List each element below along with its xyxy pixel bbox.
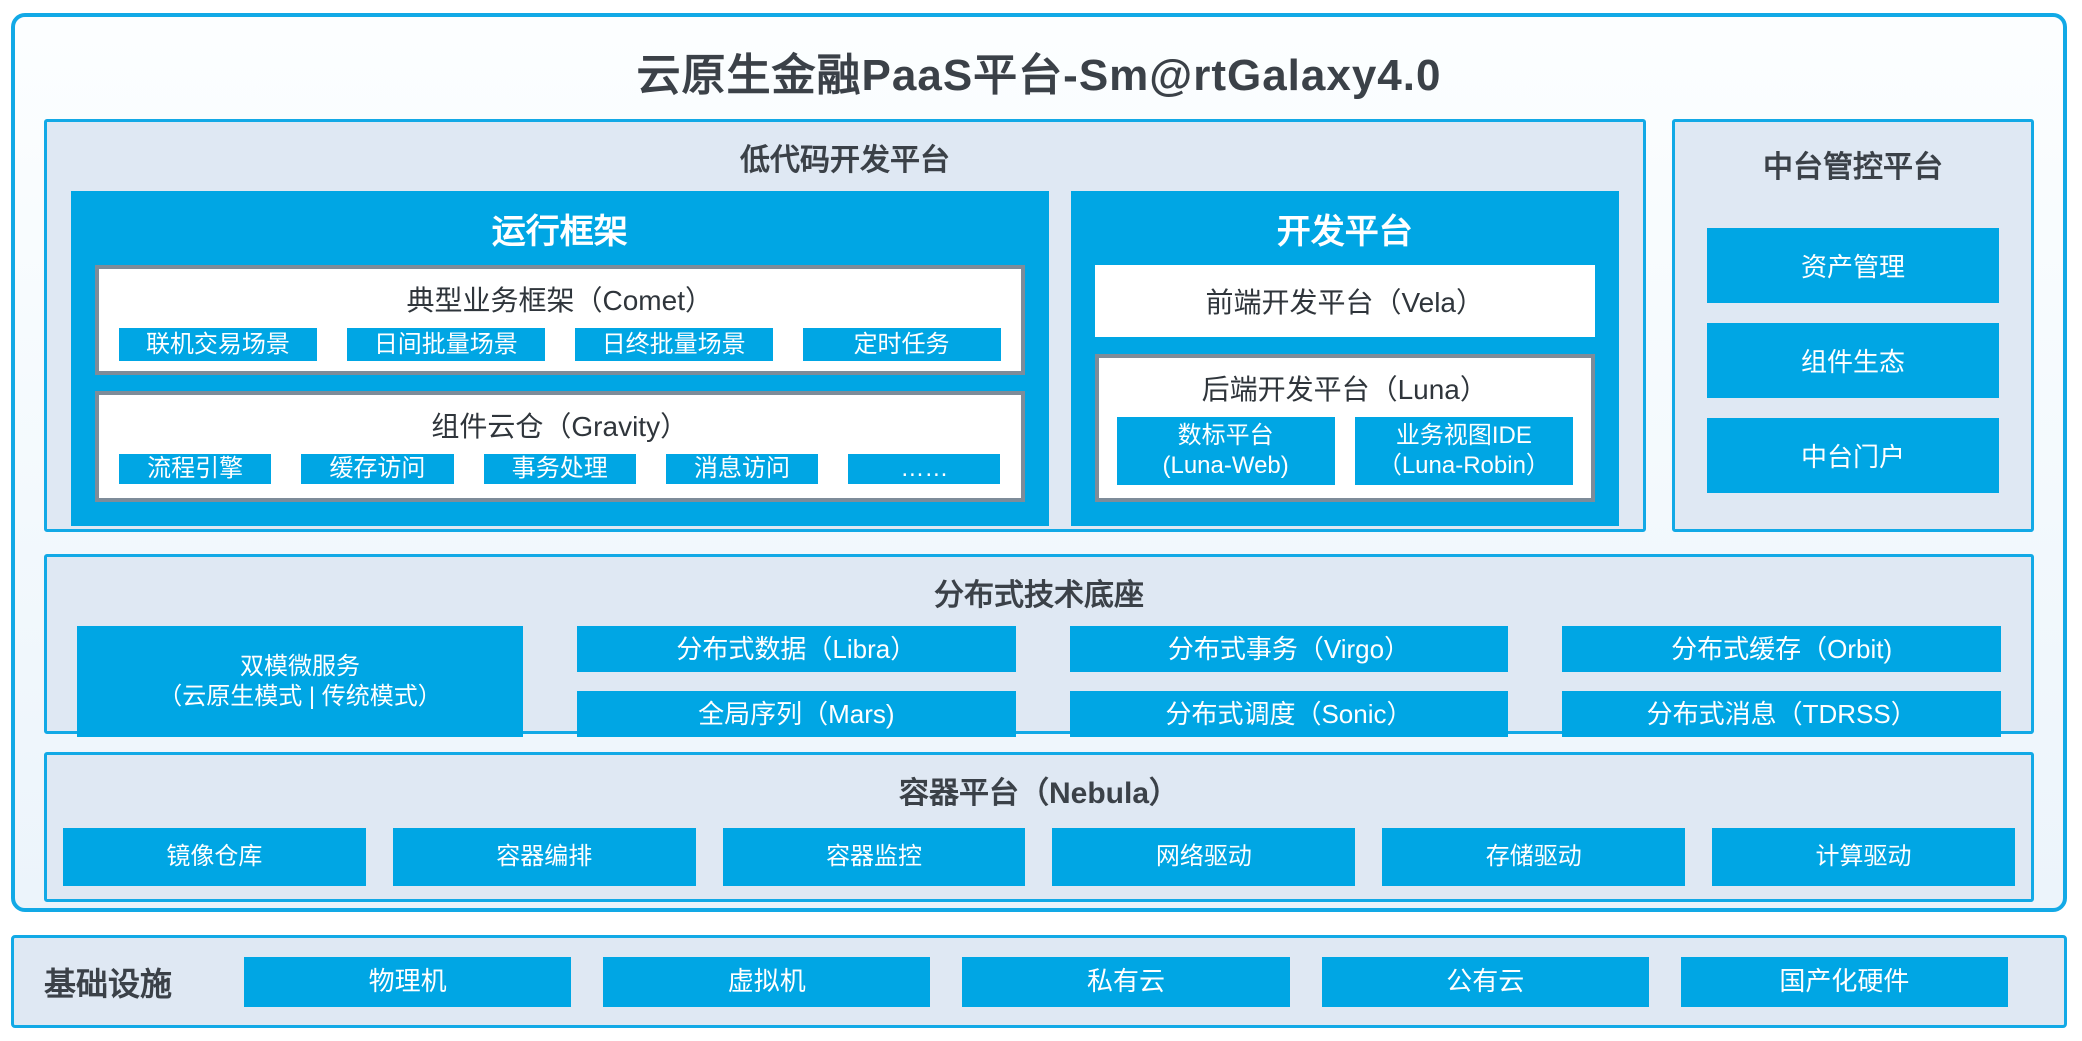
gravity-warehouse-title: 组件云仓（Gravity） — [431, 411, 689, 442]
container-chip-row: 镜像仓库 容器编排 容器监控 网络驱动 存储驱动 计算驱动 — [63, 824, 2015, 886]
infrastructure-band: 基础设施 物理机 虚拟机 私有云 公有云 国产化硬件 — [11, 935, 2067, 1028]
gravity-chip: 事务处理 — [483, 454, 636, 484]
container-platform-panel: 容器平台（Nebula） 镜像仓库 容器编排 容器监控 网络驱动 存储驱动 计算… — [44, 752, 2034, 902]
distributed-transaction-chip: 分布式事务（Virgo） — [1069, 626, 1509, 672]
luna-robin-chip-line1: 业务视图IDE — [1395, 422, 1532, 449]
container-orchestration-chip: 容器编排 — [392, 828, 696, 886]
comet-framework-title: 典型业务框架（Comet） — [406, 285, 713, 316]
network-driver-chip: 网络驱动 — [1052, 828, 1356, 886]
physical-machine-chip: 物理机 — [244, 956, 572, 1007]
dual-mode-line2: （云原生模式 | 传统模式） — [158, 682, 442, 710]
private-cloud-chip: 私有云 — [962, 956, 1290, 1007]
compute-driver-chip: 计算驱动 — [1712, 828, 2015, 886]
comet-chip: 日终批量场景 — [574, 328, 773, 361]
gravity-chip: 缓存访问 — [301, 454, 454, 484]
distributed-grid: 双模微服务 （云原生模式 | 传统模式） 分布式数据（Libra） 分布式事务（… — [77, 626, 2001, 737]
luna-web-chip: 数标平台 (Luna-Web) — [1116, 417, 1335, 485]
luna-backend-title: 后端开发平台（Luna） — [1201, 374, 1488, 405]
gravity-chip: …… — [848, 454, 1001, 484]
gravity-chip: 流程引擎 — [119, 454, 272, 484]
comet-chip: 联机交易场景 — [119, 328, 317, 361]
luna-robin-chip: 业务视图IDE （Luna-Robin） — [1354, 417, 1573, 485]
virtual-machine-chip: 虚拟机 — [603, 956, 931, 1007]
page-title: 云原生金融PaaS平台-Sm@rtGalaxy4.0 — [636, 51, 1442, 100]
lowcode-platform-panel: 低代码开发平台 运行框架 典型业务框架（Comet） 联机交易场景 日间批量场景… — [44, 119, 1646, 532]
luna-robin-chip-line2: （Luna-Robin） — [1377, 452, 1550, 479]
midplatform-buttons: 资产管理 组件生态 中台门户 — [1707, 198, 1999, 493]
midplatform-portal-item: 中台门户 — [1707, 418, 1999, 493]
runtime-framework-box: 运行框架 典型业务框架（Comet） 联机交易场景 日间批量场景 日终批量场景 … — [71, 191, 1049, 526]
comet-chip: 定时任务 — [802, 328, 1001, 361]
infrastructure-label: 基础设施 — [44, 965, 173, 1002]
distributed-base-panel: 分布式技术底座 双模微服务 （云原生模式 | 传统模式） 分布式数据（Libra… — [44, 554, 2034, 737]
comet-chip-row: 联机交易场景 日间批量场景 日终批量场景 定时任务 — [99, 328, 1021, 371]
public-cloud-chip: 公有云 — [1321, 956, 1649, 1007]
container-platform-header: 容器平台（Nebula） — [898, 777, 1180, 810]
main-frame: 云原生金融PaaS平台-Sm@rtGalaxy4.0 低代码开发平台 运行框架 … — [11, 13, 2067, 912]
distributed-message-chip: 分布式消息（TDRSS） — [1562, 691, 2001, 737]
luna-backend-box: 后端开发平台（Luna） 数标平台 (Luna-Web) 业务视图IDE （Lu… — [1094, 354, 1595, 502]
global-sequence-chip: 全局序列（Mars) — [577, 691, 1016, 737]
luna-web-chip-line2: (Luna-Web) — [1162, 452, 1289, 479]
dual-mode-line1: 双模微服务 — [240, 652, 360, 680]
lowcode-platform-header: 低代码开发平台 — [740, 144, 950, 177]
gravity-warehouse-box: 组件云仓（Gravity） 流程引擎 缓存访问 事务处理 消息访问 …… — [95, 391, 1025, 502]
lowcode-boxes: 运行框架 典型业务框架（Comet） 联机交易场景 日间批量场景 日终批量场景 … — [71, 191, 1619, 526]
distributed-scheduler-chip: 分布式调度（Sonic） — [1069, 691, 1509, 737]
dev-platform-header: 开发平台 — [1276, 213, 1413, 251]
infrastructure-chip-row: 物理机 虚拟机 私有云 公有云 国产化硬件 — [244, 956, 2009, 1007]
gravity-chip-row: 流程引擎 缓存访问 事务处理 消息访问 …… — [99, 454, 1021, 498]
distributed-cache-chip: 分布式缓存（Orbit) — [1562, 626, 2001, 672]
top-row: 低代码开发平台 运行框架 典型业务框架（Comet） 联机交易场景 日间批量场景… — [44, 119, 2034, 532]
comet-chip: 日间批量场景 — [346, 328, 545, 361]
domestic-hardware-chip: 国产化硬件 — [1680, 956, 2009, 1007]
luna-chip-row: 数标平台 (Luna-Web) 业务视图IDE （Luna-Robin） — [1099, 417, 1592, 498]
distributed-base-header: 分布式技术底座 — [934, 579, 1144, 612]
comet-framework-box: 典型业务框架（Comet） 联机交易场景 日间批量场景 日终批量场景 定时任务 — [95, 265, 1025, 375]
image-registry-chip: 镜像仓库 — [63, 828, 366, 886]
container-monitoring-chip: 容器监控 — [722, 828, 1026, 886]
asset-management-item: 资产管理 — [1707, 228, 1999, 303]
dev-platform-box: 开发平台 前端开发平台（Vela） 后端开发平台（Luna） 数标平台 (Lun… — [1070, 191, 1619, 526]
component-ecosystem-item: 组件生态 — [1707, 323, 1999, 398]
dual-mode-microservice-chip: 双模微服务 （云原生模式 | 传统模式） — [77, 626, 523, 737]
luna-web-chip-line1: 数标平台 — [1177, 422, 1274, 449]
midplatform-header: 中台管控平台 — [1763, 151, 1943, 184]
gravity-chip: 消息访问 — [665, 454, 819, 484]
vela-frontend-box: 前端开发平台（Vela） — [1094, 265, 1595, 337]
runtime-framework-header: 运行框架 — [491, 213, 628, 251]
distributed-data-chip: 分布式数据（Libra） — [577, 626, 1016, 672]
midplatform-panel: 中台管控平台 资产管理 组件生态 中台门户 — [1672, 119, 2034, 532]
storage-driver-chip: 存储驱动 — [1382, 828, 1686, 886]
